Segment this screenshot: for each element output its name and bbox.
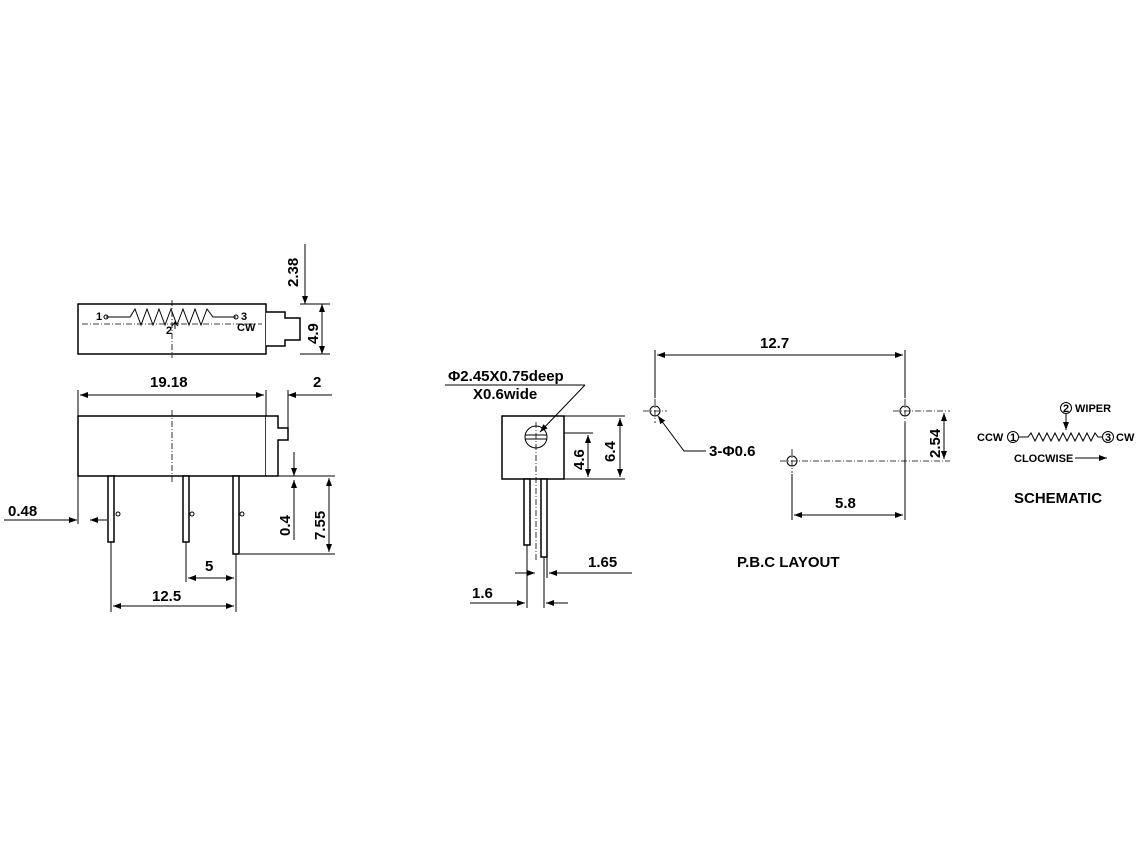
- dim-pcb-offset: 2.54: [927, 428, 944, 458]
- top-view-adjuster: [266, 311, 301, 347]
- slot-note-line2: X0.6wide: [473, 386, 537, 403]
- schematic-title: SCHEMATIC: [1014, 490, 1102, 507]
- wiper-label: WIPER: [1075, 403, 1111, 415]
- dim-front-pin-width: 0.48: [8, 503, 37, 520]
- dim-front-standoff: 0.4: [277, 514, 294, 536]
- front-view-adjuster: [266, 415, 289, 477]
- schematic-cw-label: CW: [1116, 432, 1135, 444]
- front-pin-2: [182, 475, 190, 543]
- dim-front-pin-spacing: 5: [205, 558, 213, 575]
- resistor-element: [106, 307, 236, 327]
- side-pin-1: [523, 478, 531, 546]
- slot-note-line1: Φ2.45X0.75deep: [448, 368, 564, 385]
- dim-side-pin-offset: 1.65: [588, 554, 617, 571]
- dim-pcb-shift: 5.8: [835, 495, 856, 512]
- pin2-label: 2: [166, 325, 172, 337]
- pin-mark: [189, 511, 195, 517]
- front-pin-3: [232, 475, 240, 555]
- schematic-resistor: [1019, 431, 1102, 443]
- cw-label: CW: [237, 322, 256, 334]
- pcb-hole-note: 3-Φ0.6: [709, 443, 756, 460]
- dim-front-pin-span: 12.5: [152, 588, 181, 605]
- dim-top-height: 2.38: [285, 258, 302, 287]
- pcb-layout: 12.7 2.54 5.8 3-Φ0.6 P.B.C LAYOUT: [643, 335, 950, 571]
- pcb-layout-title: P.B.C LAYOUT: [737, 554, 840, 571]
- pin1-label: 1: [96, 311, 102, 323]
- dim-front-length: 19.18: [150, 374, 188, 391]
- pin3-terminal: [233, 314, 239, 320]
- leader-line-slot: [539, 384, 586, 433]
- dim-top-total: 4.9: [305, 323, 322, 344]
- cw-pin-circle: [1102, 431, 1114, 443]
- hole-centers: [643, 399, 950, 473]
- schematic: CCW 1 3 CW 2 WIPER CLOCWISE SCHEMATIC: [977, 402, 1135, 507]
- pin3-label: 3: [241, 311, 247, 323]
- top-view: 1 2 3 CW 2.38 4.9: [77, 244, 330, 358]
- ccw-label: CCW: [977, 432, 1004, 444]
- dim-pcb-span: 12.7: [760, 335, 789, 352]
- hole-leader: [657, 415, 706, 452]
- wiper-pin-circle: [1060, 402, 1072, 414]
- pin-mark: [115, 511, 121, 517]
- wiper-arrow: [171, 321, 179, 329]
- ccw-pin-number: 1: [1010, 432, 1016, 444]
- wiper-pin-number: 2: [1063, 403, 1069, 415]
- ccw-pin-circle: [1007, 431, 1019, 443]
- dim-side-height-inner: 4.6: [571, 449, 588, 470]
- dim-side-width: 1.6: [472, 585, 493, 602]
- dim-front-adjuster: 2: [313, 374, 321, 391]
- side-view: Φ2.45X0.75deep X0.6wide 4.6 6.4 1.65 1.6: [445, 368, 632, 608]
- front-view: 19.18 2 0.48 0.4 7.55 5 12.5: [4, 374, 335, 612]
- pin1-terminal: [103, 314, 109, 320]
- cw-pin-number: 3: [1105, 432, 1111, 444]
- dim-front-pin-length: 7.55: [312, 511, 329, 540]
- front-pin-1: [107, 475, 115, 543]
- direction-label: CLOCWISE: [1014, 453, 1073, 465]
- pin-mark: [239, 511, 245, 517]
- dim-side-height-outer: 6.4: [602, 440, 619, 462]
- side-pin-2: [540, 478, 548, 558]
